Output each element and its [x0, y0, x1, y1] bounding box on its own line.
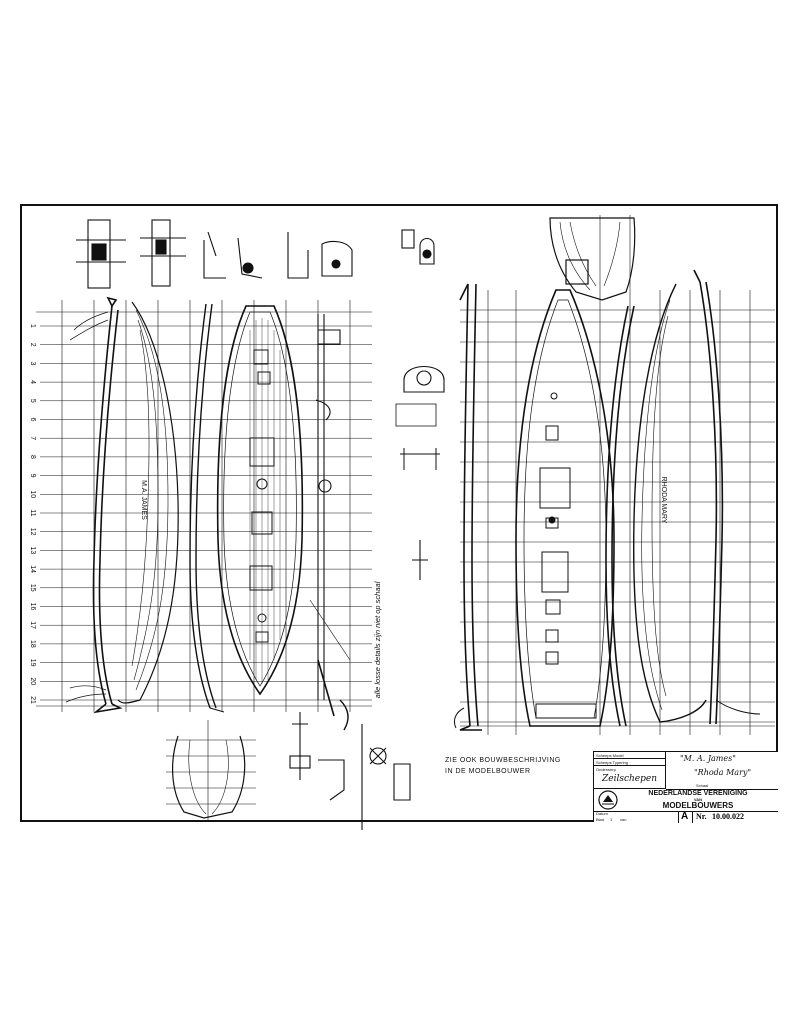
station-number: 21	[29, 696, 36, 704]
see-also-line-2: IN DE MODELBOUWER	[445, 768, 531, 775]
left-station-lines	[40, 325, 372, 701]
nvm-emblem-icon	[598, 790, 618, 810]
tb-schaal-label: Schaal	[696, 783, 709, 788]
station-number: 9	[29, 474, 36, 478]
tb-ship-name-2: "Rhoda Mary"	[694, 768, 752, 777]
drawing-frame	[20, 204, 778, 822]
ma-james-profile-detail	[65, 311, 109, 703]
hull-label-ma-james: M.A. JAMES	[140, 480, 147, 520]
station-number: 15	[29, 584, 36, 592]
station-number: 13	[29, 547, 36, 555]
station-number: 19	[29, 659, 36, 667]
tb-org-line-3: MODELBOUWERS	[662, 801, 734, 810]
rhoda-mary-profile-left	[453, 283, 482, 731]
station-number: 3	[29, 361, 36, 365]
rhoda-mary-profile-right	[693, 269, 761, 725]
station-number: 14	[29, 565, 36, 573]
tb-van-label: van	[620, 817, 627, 822]
station-number: 20	[29, 677, 36, 685]
tb-row-type: Scheeps Typering	[594, 759, 666, 766]
station-number: 11	[29, 509, 36, 516]
rhoda-mary-lines	[633, 283, 707, 723]
tb-blad-value: 1	[610, 817, 613, 822]
body-plan-bottom	[166, 720, 256, 822]
tb-org-line-1: NEDERLANDSE VERENIGING	[648, 790, 748, 797]
middle-detail-sketches	[395, 229, 445, 580]
top-detail-sketches	[76, 219, 353, 289]
station-number: 1	[29, 324, 36, 328]
ma-james-deck-fittings	[249, 349, 275, 643]
vertical-note-not-to-scale: alle losse details zijn niet op schaal	[373, 581, 382, 698]
tb-label-type: Scheeps Typering	[596, 760, 628, 765]
station-number: 4	[29, 380, 36, 384]
ma-james-deck-planks	[249, 318, 281, 684]
tb-blad-label: Blad	[596, 817, 605, 822]
tb-ship-names: "M. A. James" "Rhoda Mary" Schaal	[666, 752, 778, 790]
tb-number-label: Nr.	[696, 812, 707, 821]
ma-james-lines	[117, 301, 179, 704]
tb-number-value: 10.00.022	[712, 812, 744, 821]
tb-sheet-size-value: A	[681, 811, 689, 822]
ma-james-profile	[92, 296, 123, 714]
rhoda-mary-sheer	[605, 305, 635, 727]
station-number: 10	[29, 490, 36, 498]
see-also-note: ZIE OOK BOUWBESCHRIJVING IN DE MODELBOUW…	[445, 755, 561, 777]
tb-row-subject: Onderwerp Zeilschepen	[594, 766, 666, 789]
tb-ship-name-1: "M. A. James"	[680, 754, 736, 763]
title-block: Scheeps Model Scheeps Typering Onderwerp…	[593, 751, 778, 823]
tb-date-sheet: Datum Blad 1 van	[594, 811, 679, 823]
tb-organisation: NEDERLANDSE VERENIGING VAN MODELBOUWERS	[594, 789, 778, 812]
tb-row-model: Scheeps Model	[594, 752, 666, 759]
tb-datum-label: Datum	[596, 811, 608, 816]
tb-org-line-2: VAN	[693, 797, 703, 802]
station-number: 12	[29, 528, 36, 536]
body-plan-top	[549, 217, 636, 301]
tb-subject-value: Zeilschepen	[602, 774, 658, 784]
station-number: 17	[29, 621, 36, 629]
hull-label-rhoda-mary: RHODA MARY	[660, 477, 667, 524]
station-number: 6	[29, 418, 36, 422]
station-number: 18	[29, 640, 36, 648]
rhoda-mary-deck-fittings	[535, 392, 597, 719]
ma-james-sheer	[189, 303, 225, 713]
ma-james-deck	[216, 305, 304, 696]
ma-james-rigging-column	[309, 314, 351, 731]
tb-label-subject: Onderwerp	[596, 767, 616, 772]
tb-number: Nr. 10.00.022	[692, 811, 778, 823]
station-number: 8	[29, 455, 36, 459]
see-also-line-1: ZIE OOK BOUWBESCHRIJVING	[445, 757, 561, 764]
station-number: 7	[29, 436, 36, 440]
station-number: 5	[29, 399, 36, 403]
station-number: 16	[29, 603, 36, 611]
bottom-detail-sketches	[289, 712, 411, 830]
right-station-lines	[460, 321, 775, 723]
tb-label-model: Scheeps Model	[596, 753, 624, 758]
station-number: 2	[29, 343, 36, 347]
tb-sheet-size: A	[678, 811, 693, 823]
